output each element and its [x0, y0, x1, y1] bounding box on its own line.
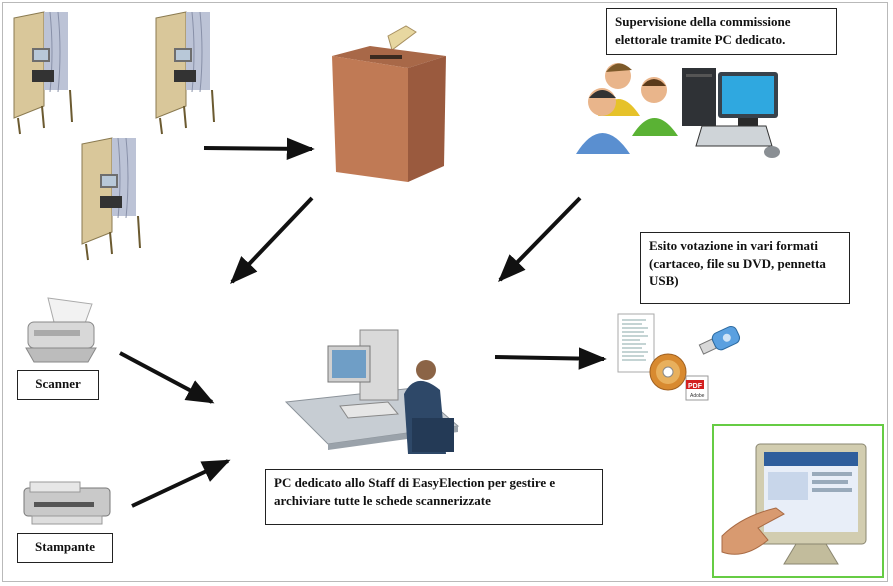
printer-label: Stampante — [17, 533, 113, 563]
voting-booth-2 — [155, 11, 215, 135]
results-label: Esito votazione in vari formati (cartace… — [640, 232, 850, 304]
pdf-sub-text: Adobe — [690, 393, 705, 399]
printer-icon — [23, 481, 111, 525]
pdf-text: PDF — [688, 383, 703, 390]
staff-pc-label: PC dedicato allo Staff di EasyElection p… — [265, 469, 603, 525]
dvd-icon — [649, 353, 687, 391]
commission-pc-icon — [682, 68, 780, 158]
arrow-ballot-box-to-pc — [230, 196, 314, 285]
commission-people-icon — [576, 63, 678, 154]
supervision-label: Supervisione della commissione elettoral… — [606, 8, 837, 55]
scanner-icon — [25, 297, 97, 363]
voting-booth-3 — [81, 137, 141, 261]
paper-document-icon — [617, 313, 655, 373]
arrow-pc-to-results — [494, 347, 607, 370]
pdf-icon: PDF Adobe — [685, 375, 709, 401]
scanner-label: Scanner — [17, 370, 99, 400]
arrow-printer-to-pc — [131, 459, 231, 508]
arrow-supervision-to-pc — [498, 196, 582, 283]
usb-stick-icon — [698, 325, 741, 355]
ballot-box — [332, 25, 446, 182]
staff-workstation-icon — [284, 329, 460, 454]
arrow-booths-to-ballot-box — [203, 137, 315, 160]
arrow-scanner-to-pc — [119, 351, 215, 404]
voting-booth-1 — [13, 11, 73, 135]
touchscreen-monitor-icon — [712, 424, 884, 578]
